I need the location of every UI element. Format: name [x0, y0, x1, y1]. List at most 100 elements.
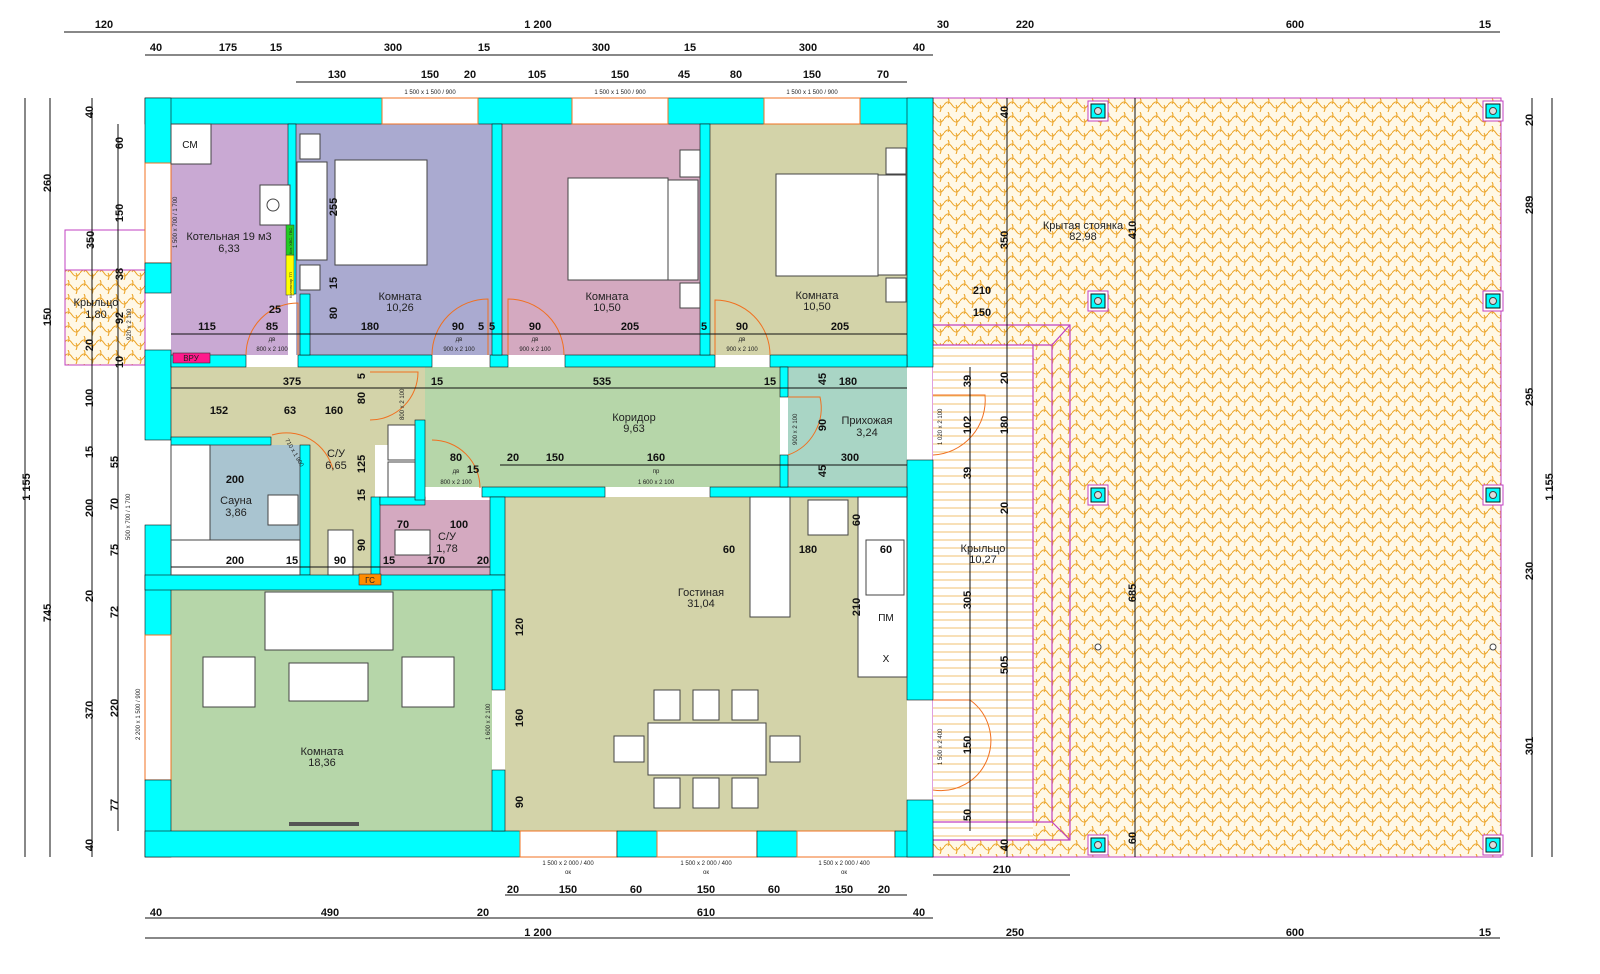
dimension-label: 220 [109, 699, 121, 717]
dimension-label: 102 [962, 416, 974, 434]
dimension-label: 20 [507, 884, 519, 896]
dimension-label: 295 [1524, 388, 1536, 406]
window-label: 1 500 x 1 500 / 900 [594, 90, 646, 96]
dimension-label: 170 [427, 555, 445, 567]
dimension-label: 15 [1479, 927, 1491, 939]
dimension-label: 490 [321, 907, 339, 919]
dimension-label: 600 [1286, 927, 1304, 939]
window-label: 1 500 x 2 000 / 400 [680, 861, 732, 867]
dimension-label: 15 [431, 376, 443, 388]
dimension-label: 300 [841, 452, 859, 464]
dimension-label: 150 [835, 884, 853, 896]
room-name: Комната [585, 291, 629, 303]
dimension-label: 210 [851, 598, 863, 616]
dimension-label: 255 [328, 198, 340, 216]
dimension-label: 39 [962, 467, 974, 479]
room-corridor [425, 367, 780, 487]
dimension-label: 90 [529, 321, 541, 333]
column [1482, 100, 1504, 122]
dimension-label: 289 [1524, 196, 1536, 214]
dimension-label: 45 [817, 373, 829, 385]
dimension-label: 60 [768, 884, 780, 896]
dimension-label: 250 [1006, 927, 1024, 939]
dimension-label: 80 [356, 392, 368, 404]
room-name: Прихожая [842, 415, 893, 427]
dimension-label: 205 [831, 321, 849, 333]
window-label: 1 500 x 1 500 / 900 [786, 90, 838, 96]
room-area: 82,98 [1069, 231, 1097, 243]
dimension-label: 150 [421, 69, 439, 81]
dimension-label: 305 [962, 591, 974, 609]
porch-right [933, 345, 1033, 840]
bed [334, 159, 428, 266]
dimension-label: 200 [226, 555, 244, 567]
dimension-label: 80 [450, 452, 462, 464]
dimension-label: 15 [684, 42, 696, 54]
dimension-label: 60 [114, 137, 126, 149]
column [1482, 290, 1504, 312]
dimension-label: 535 [593, 376, 611, 388]
dimension-label: 60 [851, 514, 863, 526]
dimension-label: 210 [973, 285, 991, 297]
dimension-label: 150 [546, 452, 564, 464]
door-label: 1 020 x 2 100 [938, 408, 944, 445]
room-hall [171, 367, 425, 445]
dimension-label: 15 [356, 489, 368, 501]
window-label: 1 500 x 700 / 1 700 [173, 196, 179, 248]
room-name: Комната [795, 290, 839, 302]
dimension-label: 15 [270, 42, 282, 54]
passage-type: пр [653, 469, 660, 475]
dimension-label: 220 [1016, 19, 1034, 31]
room-name: Комната [378, 291, 422, 303]
dimension-label: 150 [114, 204, 126, 222]
dimension-label: 610 [697, 907, 715, 919]
dimension-label: 90 [817, 419, 829, 431]
dimension-label: 15 [764, 376, 776, 388]
column [1087, 834, 1109, 856]
dimension-label: 70 [877, 69, 889, 81]
door-label: 1 500 x 2 400 [938, 728, 944, 765]
dimension-label: 370 [84, 701, 96, 719]
dimension-label: 350 [85, 231, 97, 249]
dimension-label: 15 [328, 277, 340, 289]
dimension-label: 45 [678, 69, 690, 81]
dimension-label: 150 [697, 884, 715, 896]
door-label: 920 x 2 100 [127, 308, 133, 340]
dimension-label: 25 [269, 304, 281, 316]
room-name: Крыльцо [961, 543, 1006, 555]
dimension-label: 160 [647, 452, 665, 464]
window-type: ок [841, 870, 847, 876]
dimension-label: 5 [701, 321, 707, 333]
dimension-label: 160 [514, 709, 526, 727]
dimension-label: 15 [286, 555, 298, 567]
dimension-label: 80 [730, 69, 742, 81]
dimension-label: 20 [477, 555, 489, 567]
dimension-label: 130 [328, 69, 346, 81]
door-label: 900 x 2 100 [519, 347, 551, 353]
dimension-label: 120 [95, 19, 113, 31]
dimension-label: 150 [611, 69, 629, 81]
dimension-label: 40 [999, 839, 1011, 851]
window-label: 1 500 x 1 500 / 900 [404, 90, 456, 96]
dimension-label: 50 [962, 809, 974, 821]
dimension-label: 60 [1127, 832, 1139, 844]
dimension-label: 120 [514, 618, 526, 636]
dimension-lines [24, 31, 1553, 939]
window-type: ок [565, 870, 571, 876]
dimension-label: 180 [361, 321, 379, 333]
dimension-label: 20 [477, 907, 489, 919]
column [1087, 290, 1109, 312]
room-area: 10,50 [593, 302, 621, 314]
dimension-label: 150 [803, 69, 821, 81]
dimension-label: 20 [999, 372, 1011, 384]
window-label: 2 200 x 1 500 / 900 [136, 688, 142, 740]
window-label: 500 x 700 / 1 700 [126, 493, 132, 540]
dimension-label: 1 155 [21, 473, 33, 501]
room-area: 6,65 [325, 460, 346, 472]
dimension-label: 60 [630, 884, 642, 896]
dimension-label: 10 [114, 356, 126, 368]
dimension-label: 180 [999, 416, 1011, 434]
dimension-label: 5 [356, 373, 368, 379]
dimension-label: 205 [621, 321, 639, 333]
